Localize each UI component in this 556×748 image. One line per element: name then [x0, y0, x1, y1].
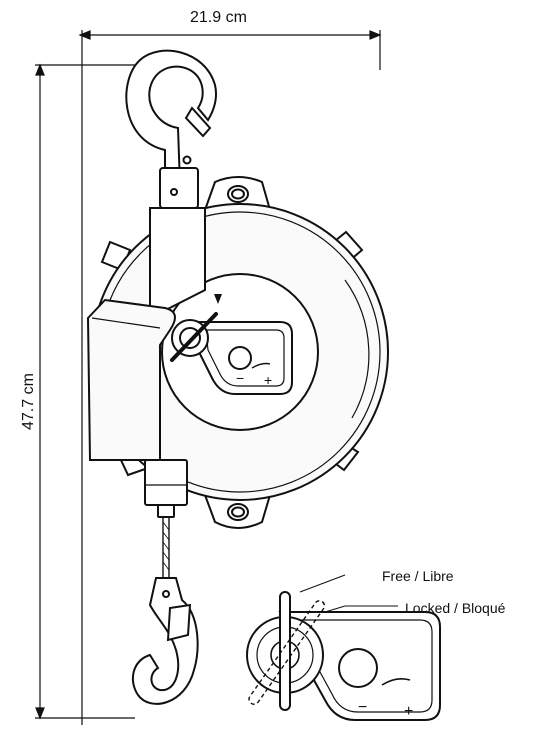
top-mount-lug — [203, 176, 272, 211]
swivel-collar — [159, 167, 199, 209]
top-hook-latch — [184, 106, 212, 138]
spring-balancer — [86, 49, 389, 529]
main-plus-sign: + — [264, 372, 272, 388]
width-arrow-right — [369, 30, 382, 40]
lock-lever — [170, 312, 218, 362]
detail-locked-lever — [248, 600, 326, 705]
detail-free-lever — [279, 591, 291, 711]
free-label: Free / Libre — [382, 568, 454, 584]
width-arrow-left — [78, 30, 91, 40]
top-hook-pin — [182, 155, 192, 165]
lock-detail-view — [246, 591, 441, 721]
locked-label: Locked / Bloqué — [405, 600, 506, 616]
free-leader-line — [299, 574, 346, 593]
main-minus-sign: − — [236, 370, 244, 386]
detail-minus-sign: − — [358, 699, 367, 716]
bottom-hook-pin — [162, 590, 170, 598]
dimension-lines — [35, 30, 382, 725]
wire-cable — [162, 517, 170, 578]
height-arrow-top — [35, 63, 45, 76]
indicator-arrow — [214, 294, 222, 304]
locked-leader-line-a — [324, 605, 346, 613]
top-hook-body — [125, 49, 218, 186]
neck-body — [149, 207, 206, 320]
callout-lines — [299, 574, 398, 613]
height-label: 47.7 cm — [20, 373, 37, 430]
height-arrow-bottom — [35, 707, 45, 720]
box-housing-top-edge — [91, 317, 161, 329]
bottom-hook-latch — [166, 603, 192, 642]
drum-housing-arc — [344, 279, 370, 419]
cable-ferrule — [157, 504, 175, 518]
width-label: 21.9 cm — [190, 9, 247, 26]
bottom-hook — [131, 577, 199, 705]
detail-knob — [338, 648, 378, 688]
cable-outlet — [144, 459, 188, 506]
adjust-window-knob — [228, 346, 252, 370]
bottom-mount-lug — [203, 494, 272, 529]
top-hook — [125, 49, 218, 186]
detail-plus-sign: + — [404, 703, 413, 720]
swivel-pin — [170, 188, 178, 196]
